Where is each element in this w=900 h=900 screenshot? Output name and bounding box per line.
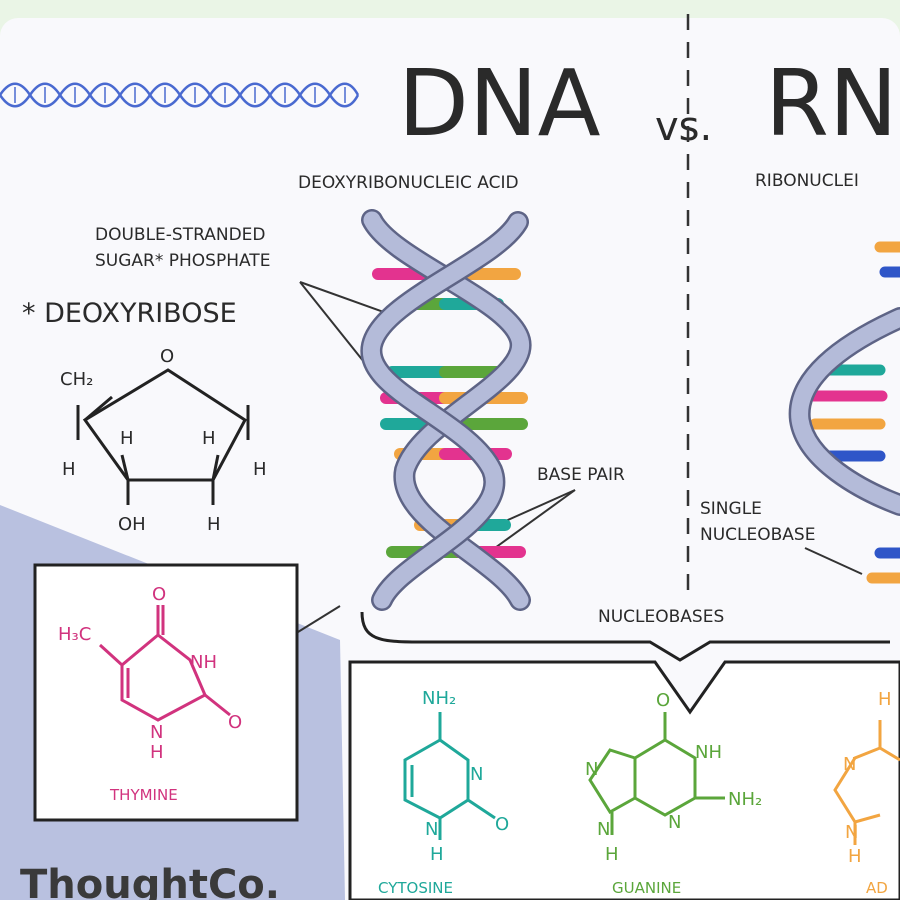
atom-oh: OH: [118, 514, 146, 535]
pointer-lines: [297, 281, 863, 633]
atom-o: O: [656, 690, 670, 711]
atom-n: N: [597, 819, 610, 840]
atom-n: N: [585, 759, 598, 780]
label-ribonucleic-acid: RIBONUCLEI: [755, 171, 859, 191]
cytosine-atoms: NH₂ N N H O CYTOSINE: [378, 688, 509, 897]
label-base-pair: BASE PAIR: [537, 465, 625, 485]
atom-nh2: NH₂: [728, 789, 762, 810]
atom-n: N: [470, 764, 483, 785]
label-deoxyribose: * DEOXYRIBOSE: [22, 298, 237, 329]
dna-double-helix: [360, 209, 532, 611]
brand-logo: ThoughtCo.: [20, 862, 280, 900]
atom-h: H: [202, 428, 216, 449]
adenine-name: AD: [866, 879, 888, 897]
label-single: SINGLE: [700, 499, 762, 519]
atom-nh: NH: [695, 742, 722, 763]
adenine-atoms: H N N H AD: [843, 689, 892, 897]
adenine-structure: [833, 720, 900, 845]
atom-o: O: [160, 346, 174, 367]
title-rna: RN: [765, 50, 898, 157]
label-nucleobase: NUCLEOBASE: [700, 525, 815, 545]
atom-o: O: [152, 584, 166, 605]
atom-h: H: [430, 844, 444, 865]
guanine-name: GUANINE: [612, 879, 681, 897]
atom-h: H: [605, 844, 619, 865]
atom-n: N: [843, 754, 856, 775]
small-helix-icon: [0, 82, 360, 108]
atom-h: H: [878, 689, 892, 710]
nucleobases-box: [348, 660, 900, 900]
atom-h: H: [150, 742, 164, 763]
cytosine-structure: [403, 712, 496, 840]
atom-h: H: [207, 514, 221, 535]
atom-h3c: H₃C: [58, 624, 91, 645]
title-dna: DNA: [398, 50, 601, 157]
label-nucleobases: NUCLEOBASES: [598, 607, 724, 627]
atom-o: O: [228, 712, 242, 733]
deoxyribose-atoms: CH₂ O H H H H OH H: [60, 346, 267, 535]
thymine-structure: [98, 605, 231, 722]
thymine-box: [33, 563, 299, 822]
thymine-name: THYMINE: [109, 786, 178, 804]
label-deoxyribonucleic-acid: DEOXYRIBONUCLEIC ACID: [298, 173, 519, 193]
atom-n: N: [668, 812, 681, 833]
atom-h: H: [253, 459, 267, 480]
cytosine-name: CYTOSINE: [378, 879, 453, 897]
label-double-stranded: DOUBLE-STRANDED: [95, 225, 266, 245]
atom-nh: NH: [190, 652, 217, 673]
atom-h: H: [848, 846, 862, 867]
atom-h: H: [62, 459, 76, 480]
rna-single-strand: [788, 241, 900, 584]
guanine-atoms: O NH NH₂ N N N H GUANINE: [585, 690, 762, 897]
nucleobases-bracket: [360, 611, 890, 662]
atom-ch2: CH₂: [60, 369, 93, 390]
atom-nh2: NH₂: [422, 688, 456, 709]
deoxyribose-structure: [76, 368, 250, 505]
atom-n: N: [150, 722, 163, 743]
thymine-atoms: H₃C O NH N H O THYMINE: [58, 584, 242, 804]
title-vs: vs.: [655, 104, 712, 150]
guanine-structure: [588, 712, 725, 835]
atom-n: N: [845, 822, 858, 843]
atom-n: N: [425, 819, 438, 840]
label-sugar-phosphate: SUGAR* PHOSPHATE: [95, 251, 270, 271]
atom-o: O: [495, 814, 509, 835]
atom-h: H: [120, 428, 134, 449]
